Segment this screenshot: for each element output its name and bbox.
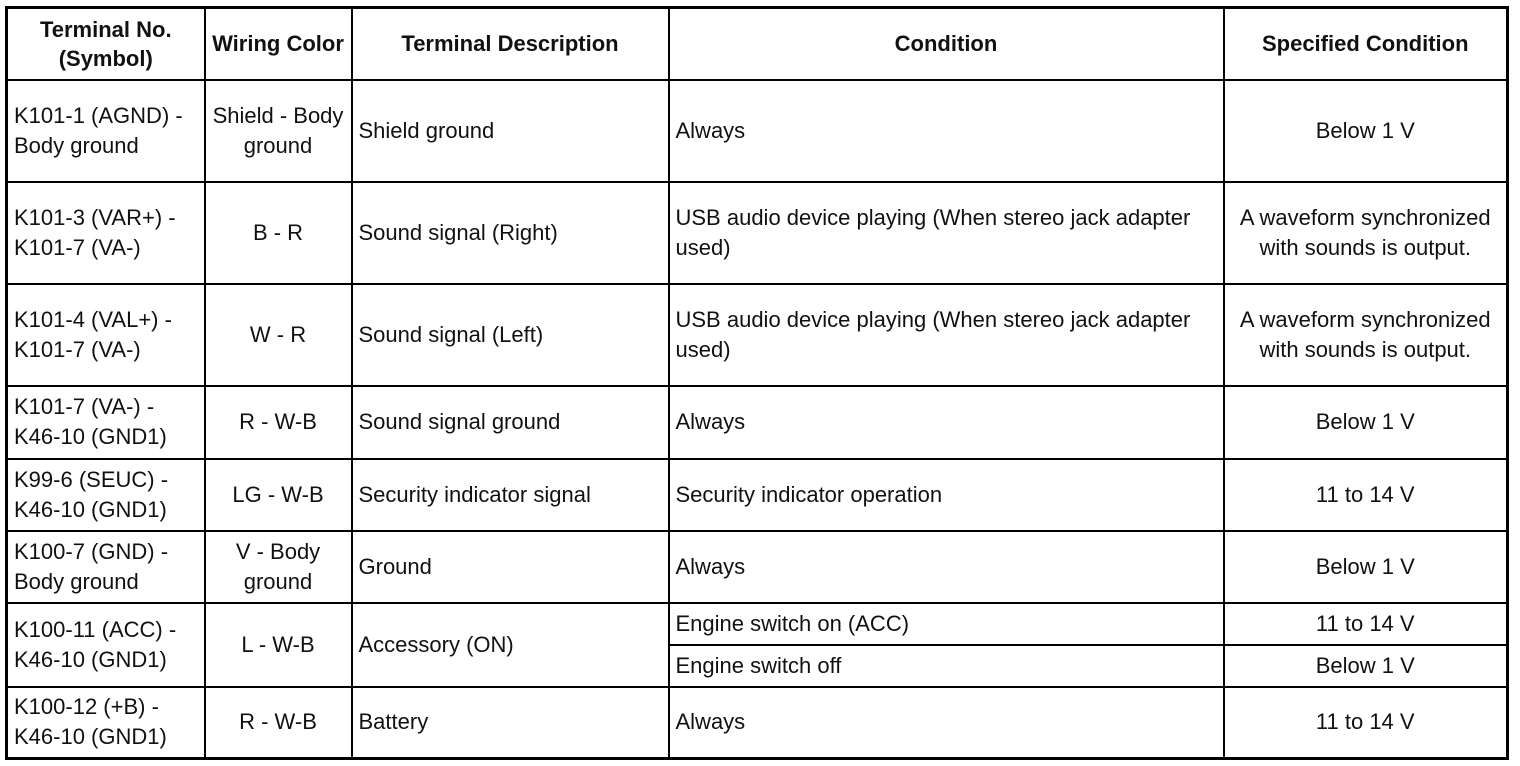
terminal-description-cell: Sound signal (Right) (350, 180, 670, 285)
header-terminal: Terminal No. (Symbol) (5, 6, 206, 81)
terminal-cell: K101-4 (VAL+) - K101-7 (VA-) (5, 282, 206, 387)
terminal-cell: K100-11 (ACC) - K46-10 (GND1) (5, 601, 206, 688)
wiring-color-cell: LG - W-B (203, 457, 353, 532)
specified-condition-cell: Below 1 V (1222, 78, 1509, 183)
table-header-row: Terminal No. (Symbol) Wiring Color Termi… (5, 6, 1509, 81)
specified-condition-cell: Below 1 V (1222, 643, 1509, 688)
terminal-cell: K100-7 (GND) - Body ground (5, 529, 206, 604)
terminal-description-cell: Sound signal ground (350, 384, 670, 460)
condition-cell: Always (667, 685, 1225, 760)
wiring-color-cell: Shield - Body ground (203, 78, 353, 183)
header-condition: Condition (667, 6, 1225, 81)
condition-cell: Security indicator operation (667, 457, 1225, 532)
wiring-color-cell: R - W-B (203, 384, 353, 460)
condition-cell: Engine switch on (ACC) (667, 601, 1225, 646)
terminal-description-cell: Sound signal (Left) (350, 282, 670, 387)
condition-cell: Always (667, 78, 1225, 183)
wiring-color-cell: R - W-B (203, 685, 353, 760)
condition-cell: Engine switch off (667, 643, 1225, 688)
specified-condition-cell: A waveform synchronized with sounds is o… (1222, 282, 1509, 387)
terminal-cell: K99-6 (SEUC) - K46-10 (GND1) (5, 457, 206, 532)
specified-condition-cell: Below 1 V (1222, 384, 1509, 460)
terminal-cell: K101-7 (VA-) - K46-10 (GND1) (5, 384, 206, 460)
terminal-cell: K100-12 (+B) - K46-10 (GND1) (5, 685, 206, 760)
specified-condition-cell: A waveform synchronized with sounds is o… (1222, 180, 1509, 285)
condition-cell: Always (667, 529, 1225, 604)
terminal-description-cell: Security indicator signal (350, 457, 670, 532)
terminal-description-cell: Battery (350, 685, 670, 760)
terminal-spec-table: Terminal No. (Symbol) Wiring Color Termi… (5, 6, 1509, 760)
specified-condition-cell: 11 to 14 V (1222, 601, 1509, 646)
header-specified-condition: Specified Condition (1222, 6, 1509, 81)
condition-cell: Always (667, 384, 1225, 460)
specified-condition-cell: 11 to 14 V (1222, 685, 1509, 760)
terminal-description-cell: Ground (350, 529, 670, 604)
wiring-color-cell: B - R (203, 180, 353, 285)
terminal-cell: K101-3 (VAR+) - K101-7 (VA-) (5, 180, 206, 285)
terminal-description-cell: Accessory (ON) (350, 601, 670, 688)
condition-cell: USB audio device playing (When stereo ja… (667, 282, 1225, 387)
terminal-description-cell: Shield ground (350, 78, 670, 183)
wiring-color-cell: L - W-B (203, 601, 353, 688)
condition-cell: USB audio device playing (When stereo ja… (667, 180, 1225, 285)
wiring-color-cell: V - Body ground (203, 529, 353, 604)
specified-condition-cell: 11 to 14 V (1222, 457, 1509, 532)
specified-condition-cell: Below 1 V (1222, 529, 1509, 604)
header-terminal-description: Terminal Description (350, 6, 670, 81)
header-wiring-color: Wiring Color (203, 6, 353, 81)
terminal-cell: K101-1 (AGND) - Body ground (5, 78, 206, 183)
wiring-color-cell: W - R (203, 282, 353, 387)
